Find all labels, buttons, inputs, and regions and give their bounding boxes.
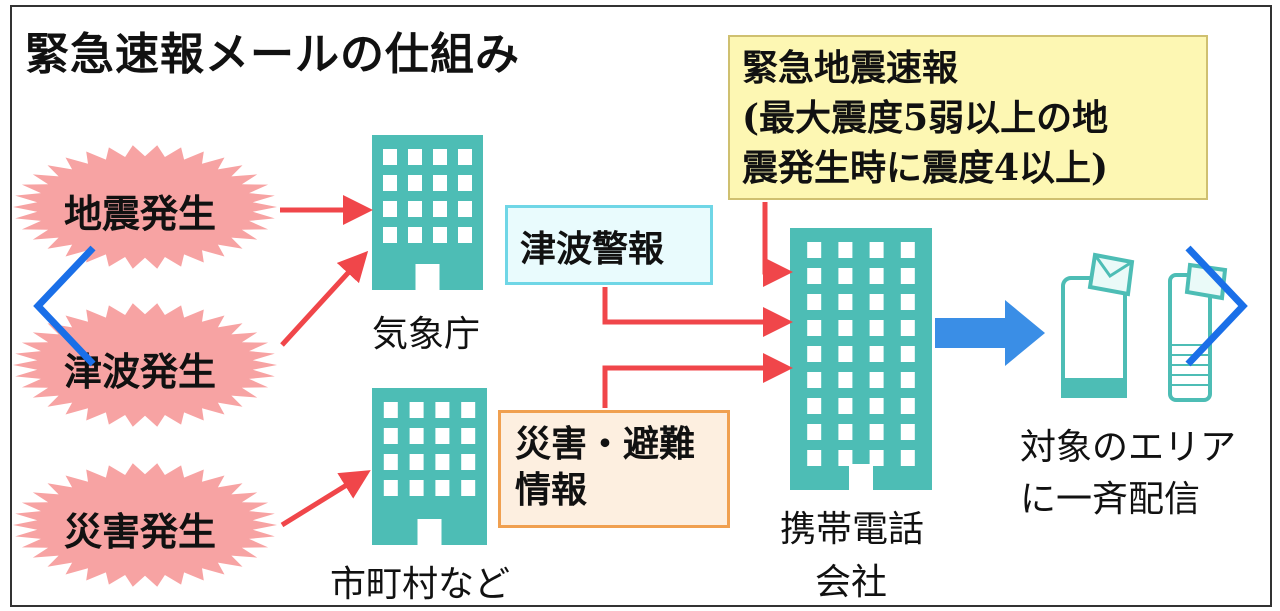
arrow-disaster-info-to-carrier (602, 353, 793, 408)
municipality-label: 市町村など (330, 564, 511, 605)
event-disaster: 災害発生 (63, 510, 216, 554)
chevron-left-icon[interactable] (28, 240, 103, 372)
jma-label: 気象庁 (372, 314, 481, 355)
eew-line1: 緊急地震速報 (742, 47, 959, 89)
burst-shape (13, 303, 277, 427)
event-earthquake: 地震発生 (63, 192, 216, 236)
feature-phone-icon (1168, 262, 1228, 402)
carrier-label-line1: 携帯電話 (780, 509, 925, 550)
jma-building-icon (372, 135, 483, 290)
arrow-carrier-to-phones (935, 300, 1045, 366)
target-line2: に一斉配信 (1020, 479, 1201, 520)
chevron-right-icon[interactable] (1178, 240, 1253, 372)
disaster-info-line1: 災害・避難 (515, 423, 696, 465)
disaster-info-line2: 情報 (515, 469, 588, 511)
tsunami-warning-box: 津波警報 (505, 205, 713, 285)
burst-shape (13, 145, 277, 269)
carrier-building-icon (790, 228, 932, 490)
page-title: 緊急速報メールの仕組み (25, 29, 520, 80)
carrier-label-line2: 会社 (815, 562, 888, 603)
burst-shape (13, 463, 277, 587)
smartphone-icon (1061, 252, 1135, 398)
eew-box: 緊急地震速報 (最大震度5弱以上の地 震発生時に震度4以上) (728, 35, 1208, 200)
tsunami-warning-text: 津波警報 (520, 228, 665, 270)
municipality-building-icon (372, 388, 487, 545)
eew-line2: (最大震度5弱以上の地 (742, 97, 1109, 139)
target-line1: 対象のエリア (1020, 427, 1237, 468)
arrow-eew-to-carrier (762, 202, 793, 287)
disaster-info-box: 災害・避難 情報 (498, 410, 730, 528)
arrow-tsunami-to-jma (280, 250, 369, 347)
eew-line3: 震発生時に震度4以上) (742, 147, 1109, 189)
arrow-tsunami-warning-to-carrier (602, 287, 793, 337)
arrow-disaster-to-municipality (280, 470, 371, 528)
